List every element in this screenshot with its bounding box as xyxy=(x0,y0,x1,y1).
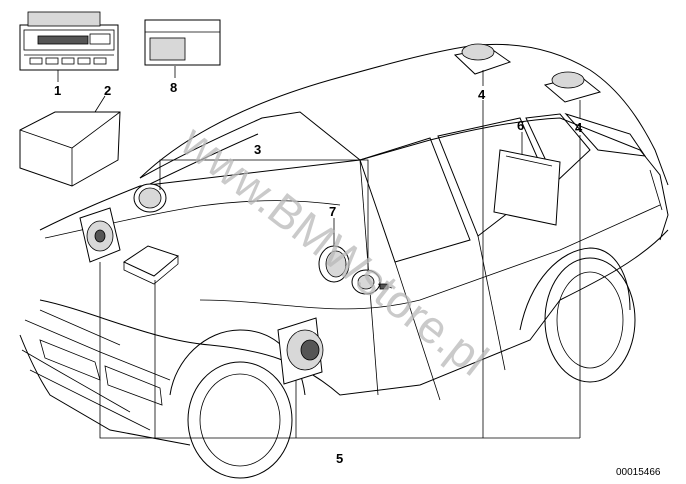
callout-3: 3 xyxy=(254,142,261,157)
callout-4-left: 4 xyxy=(478,87,486,102)
callout-8: 8 xyxy=(170,80,177,95)
tweeter-left-part xyxy=(133,183,167,213)
cd-changer-part xyxy=(144,19,221,66)
rear-component-part xyxy=(493,149,561,226)
crossover-module-part xyxy=(122,245,180,285)
rear-speaker-right-part xyxy=(543,71,602,103)
callout-4-right: 4 xyxy=(575,120,583,135)
tweeter-right-part xyxy=(351,269,393,295)
callout-7: 7 xyxy=(329,204,336,219)
callout-6: 6 xyxy=(517,118,524,133)
watermark-text: www.BMWstore.pl xyxy=(171,114,498,385)
callout-2: 2 xyxy=(104,83,111,98)
diagram-reference-number: 00015466 xyxy=(616,467,661,478)
amplifier-box-part xyxy=(19,111,121,187)
front-left-speaker-part xyxy=(79,207,121,263)
callout-5: 5 xyxy=(336,451,343,466)
radio-unit-part xyxy=(19,11,119,71)
callout-1: 1 xyxy=(54,83,61,98)
leader-lines xyxy=(57,66,581,439)
door-speaker-part xyxy=(277,317,324,385)
rear-speaker-left-part xyxy=(453,43,512,75)
